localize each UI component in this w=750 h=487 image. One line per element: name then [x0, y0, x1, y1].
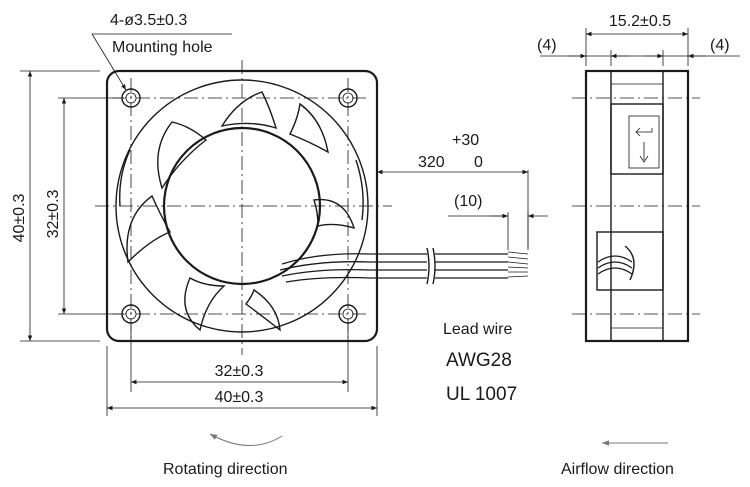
fan-blades [119, 91, 364, 332]
center-lines [95, 60, 392, 355]
side-label-plate [610, 103, 664, 175]
dim-width-inner: 32±0.3 [130, 322, 349, 392]
lead-wires [279, 247, 529, 285]
airflow-direction-indicator: Airflow direction [561, 440, 674, 478]
depth-label: 15.2±0.5 [609, 13, 671, 30]
dim-width-outer: 40±0.3 [106, 346, 378, 416]
flange-right-label: (4) [710, 37, 730, 54]
rotation-symbol-icon [635, 127, 653, 137]
dim-height-inner: 32±0.3 [45, 97, 124, 315]
lead-tolerance-upper: +30 [452, 132, 479, 149]
width-inner-label: 32±0.3 [215, 363, 264, 380]
lead-wire-label: Lead wire [443, 321, 512, 338]
lead-tolerance-lower: 0 [474, 154, 483, 171]
width-outer-label: 40±0.3 [215, 389, 264, 406]
ul-label: UL 1007 [446, 384, 517, 405]
airflow-symbol-icon [639, 142, 649, 163]
side-cable-exit [596, 231, 664, 291]
front-view: 40±0.3 32±0.3 32±0.3 40±0.3 4-ø3.5± [11, 12, 548, 478]
strip-length-label: (10) [454, 193, 482, 210]
rotating-direction-indicator: Rotating direction [163, 433, 288, 478]
mounting-hole-callout: 4-ø3.5±0.3 Mounting hole [91, 12, 232, 91]
rotating-direction-label: Rotating direction [163, 461, 288, 478]
mounting-hole-dim-label: 4-ø3.5±0.3 [110, 12, 187, 29]
height-inner-label: 32±0.3 [45, 189, 62, 238]
side-view: 15.2±0.5 (4) (4) Airflow direction [537, 13, 740, 478]
rotation-arrow-icon [209, 433, 283, 446]
flange-left-label: (4) [537, 37, 557, 54]
dim-strip-length: (10) [448, 193, 548, 250]
dim-height-outer: 40±0.3 [11, 70, 100, 342]
dim-lead-length: +30 320 0 [376, 132, 529, 248]
lead-length-label: 320 [418, 154, 445, 171]
dim-depth: 15.2±0.5 [585, 13, 689, 66]
airflow-direction-label: Airflow direction [561, 461, 674, 478]
awg-label: AWG28 [446, 350, 512, 371]
dim-flanges: (4) (4) [537, 37, 740, 66]
height-outer-label: 40±0.3 [11, 193, 28, 242]
mounting-hole-label: Mounting hole [112, 39, 213, 56]
